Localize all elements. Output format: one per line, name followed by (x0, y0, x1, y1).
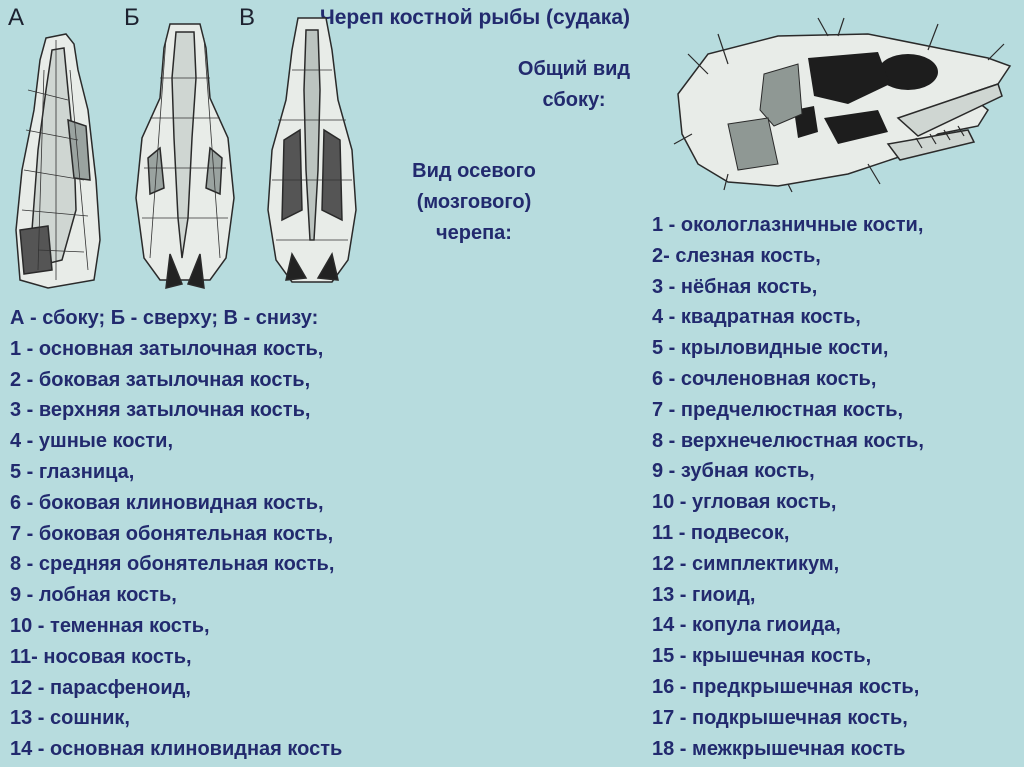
legend-item: 7 - боковая обонятельная кость, (10, 522, 334, 545)
legend-item: 11- носовая кость, (10, 645, 192, 668)
axial-label-line-3: черепа: (436, 222, 512, 244)
skull-side-view-a-drawing (15, 33, 101, 289)
legend-item: 6 - боковая клиновидная кость, (10, 491, 324, 514)
legend-item: 11 - подвесок, (652, 521, 790, 544)
view-letter-b: Б (124, 4, 140, 31)
legend-item: 12 - симплектикум, (652, 552, 840, 575)
legend-item: 8 - верхнечелюстная кость, (652, 429, 924, 452)
legend-item: 14 - основная клиновидная кость (10, 738, 343, 761)
axial-label-line-1: Вид осевого (412, 160, 536, 182)
legend-item: 10 - угловая кость, (652, 491, 837, 514)
side-skull-legend: 1 - окологлазничные кости, 2- слезная ко… (652, 210, 924, 764)
axial-view-label: Вид осевого (мозгового) черепа: (385, 156, 563, 249)
legend-item: 4 - квадратная кость, (652, 306, 861, 329)
legend-item: 16 - предкрышечная кость, (652, 675, 920, 698)
legend-item: 15 - крышечная кость, (652, 645, 872, 668)
axial-label-line-2: (мозгового) (416, 191, 532, 213)
page-title: Череп костной рыбы (судака) (320, 6, 630, 29)
side-view-label-line-1: Общий вид (517, 58, 631, 80)
legend-item: 9 - зубная кость, (652, 460, 815, 483)
legend-item: 3 - верхняя затылочная кость, (10, 399, 311, 422)
legend-item: 14 - копула гиоида, (652, 614, 841, 637)
legend-item: 6 - сочленовная кость, (652, 367, 877, 390)
legend-item: 8 - средняя обонятельная кость, (10, 553, 335, 576)
legend-item: 2 - боковая затылочная кость, (10, 368, 311, 391)
legend-views: А - сбоку; Б - сверху; В - снизу: (10, 307, 319, 329)
legend-item: 4 - ушные кости, (10, 430, 173, 453)
legend-item: 2- слезная кость, (652, 244, 821, 267)
skull-bottom-view-c-drawing (267, 17, 357, 283)
legend-item: 12 - парасфеноид, (10, 676, 191, 699)
legend-item: 18 - межкрышечная кость (652, 737, 906, 760)
legend-item: 5 - глазница, (10, 460, 135, 483)
legend-item: 5 - крыловидные кости, (652, 337, 889, 360)
skull-lateral-drawing (673, 17, 1012, 193)
legend-item: 13 - гиоид, (652, 583, 756, 606)
side-view-label: Общий вид сбоку: (508, 54, 640, 116)
legend-item: 9 - лобная кость, (10, 584, 177, 607)
legend-item: 3 - нёбная кость, (652, 275, 818, 298)
legend-item: 13 - сошник, (10, 707, 130, 730)
legend-item: 10 - теменная кость, (10, 614, 210, 637)
legend-item: 17 - подкрышечная кость, (652, 706, 908, 729)
legend-item: 1 - основная затылочная кость, (10, 337, 324, 360)
view-letter-c: В (239, 4, 256, 31)
side-view-label-line-2: сбоку: (542, 89, 606, 111)
axial-skull-legend: А - сбоку; Б - сверху; В - снизу: 1 - ос… (10, 303, 342, 765)
view-letter-a: А (8, 4, 25, 31)
legend-item: 7 - предчелюстная кость, (652, 398, 904, 421)
skull-top-view-b-drawing (135, 23, 235, 289)
legend-item: 1 - окологлазничные кости, (652, 214, 924, 236)
